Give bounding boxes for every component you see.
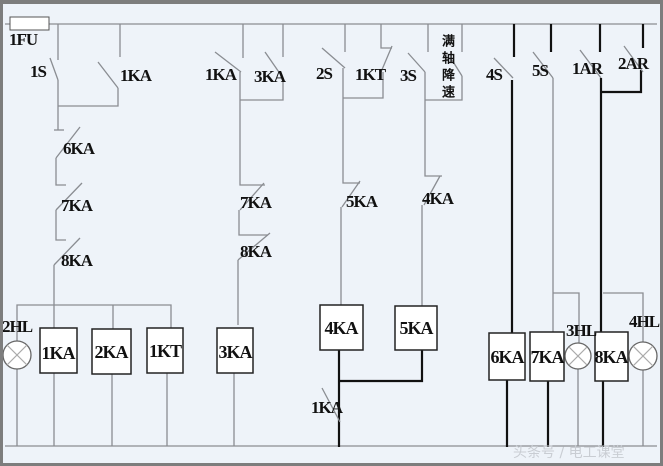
contact-1s-label: 1S bbox=[30, 62, 47, 81]
contact-1ka-b-label: 1KA bbox=[205, 65, 238, 84]
contact-5s-label: 5S bbox=[532, 61, 549, 80]
contact-4ka-label: 4KA bbox=[422, 189, 455, 208]
branch-6ka-7ka-8ka bbox=[493, 24, 645, 447]
svg-text:1KT: 1KT bbox=[149, 341, 182, 361]
coil-1kt: 1KT bbox=[146, 327, 184, 374]
contact-6ka-label: 6KA bbox=[63, 139, 96, 158]
contact-2ar-label: 2AR bbox=[618, 54, 650, 73]
contact-1ar-label: 1AR bbox=[572, 59, 604, 78]
contact-5ka-label: 5KA bbox=[346, 192, 379, 211]
branch-4ka bbox=[321, 24, 424, 447]
lamp-2hl bbox=[3, 340, 32, 370]
lamp-4hl-label: 4HL bbox=[629, 312, 660, 331]
svg-text:3KA: 3KA bbox=[219, 342, 253, 362]
coil-7ka: 7KA bbox=[529, 331, 566, 382]
contact-8ka-b-label: 8KA bbox=[240, 242, 273, 261]
coil-2ka: 2KA bbox=[91, 328, 132, 375]
svg-text:6KA: 6KA bbox=[491, 347, 525, 367]
contact-8ka-label: 8KA bbox=[61, 251, 94, 270]
coil-3ka: 3KA bbox=[216, 327, 254, 374]
branch-1ka bbox=[16, 24, 172, 446]
fuse-label: 1FU bbox=[9, 30, 38, 49]
contact-1ka-hold-label: 1KA bbox=[120, 66, 153, 85]
coil-1ka: 1KA bbox=[39, 327, 78, 374]
svg-text:4KA: 4KA bbox=[325, 318, 359, 338]
coil-8ka: 8KA bbox=[594, 331, 630, 382]
contact-3s-label: 3S bbox=[400, 66, 417, 85]
branch-5ka bbox=[407, 24, 463, 306]
lamp-3hl-label: 3HL bbox=[566, 321, 597, 340]
contact-1ka-c-label: 1KA bbox=[311, 398, 344, 417]
contact-3ka-hold-label: 3KA bbox=[254, 67, 287, 86]
contact-full-axis-slowdown-label: 满轴降速 bbox=[439, 34, 454, 102]
coil-6ka: 6KA bbox=[488, 332, 526, 381]
svg-text:2KA: 2KA bbox=[95, 342, 129, 362]
svg-text:8KA: 8KA bbox=[595, 347, 629, 367]
contact-7ka-b-label: 7KA bbox=[240, 193, 273, 212]
contact-2s-label: 2S bbox=[316, 64, 333, 83]
contact-7ka-label: 7KA bbox=[61, 196, 94, 215]
lamp-4hl bbox=[628, 341, 658, 371]
svg-text:5KA: 5KA bbox=[400, 318, 434, 338]
fuse-1fu bbox=[9, 16, 50, 31]
contact-4s-label: 4S bbox=[486, 65, 503, 84]
watermark: 头条号 / 电工课堂 bbox=[513, 444, 625, 461]
svg-text:7KA: 7KA bbox=[531, 347, 565, 367]
lamp-2hl-label: 2HL bbox=[2, 317, 33, 336]
coil-5ka: 5KA bbox=[394, 305, 438, 351]
svg-text:1KA: 1KA bbox=[42, 343, 76, 363]
branch-3ka bbox=[214, 24, 284, 446]
coil-4ka: 4KA bbox=[319, 304, 364, 351]
contact-1kt-label: 1KT bbox=[355, 65, 387, 84]
lamp-3hl bbox=[564, 342, 592, 370]
